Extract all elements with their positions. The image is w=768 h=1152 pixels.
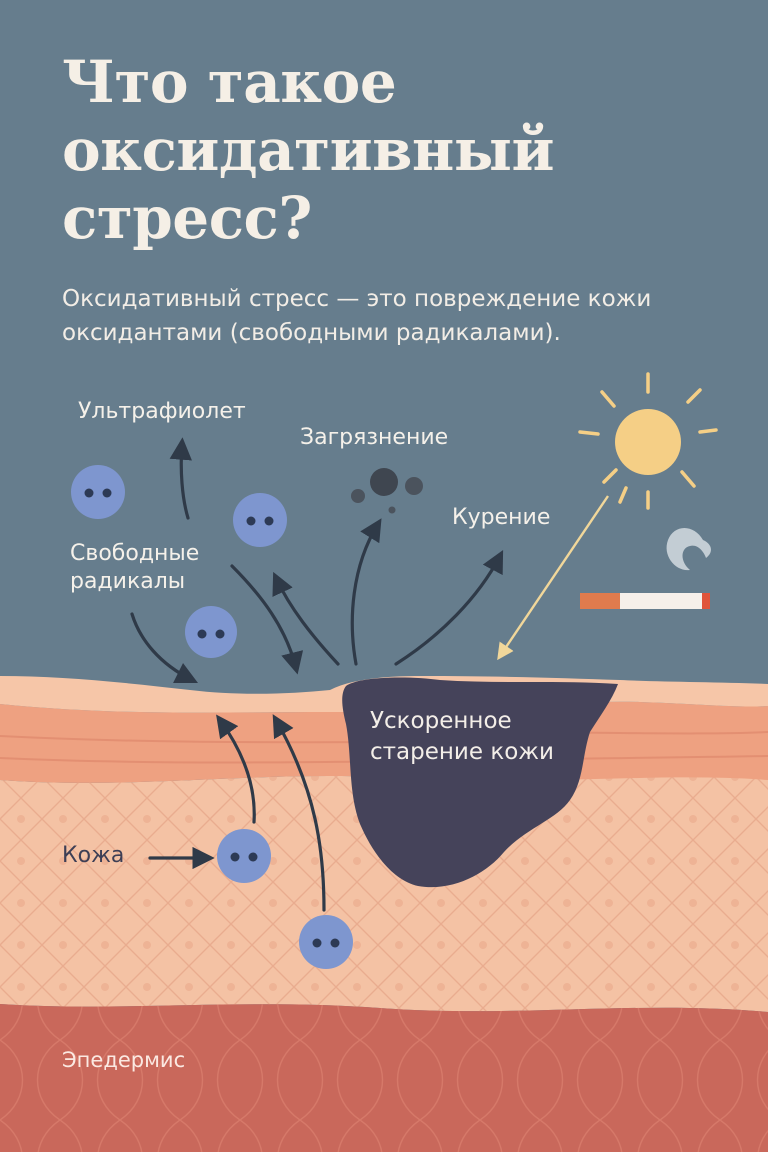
free-radicals [71,465,353,969]
arrow-sun-rays [497,495,609,661]
arrow-to-uv [169,437,192,520]
page-subtitle: Оксидативный стресс — это повреждение ко… [62,286,652,346]
pollution-particles-icon [351,468,423,514]
arrows [130,437,504,912]
arrow-to-pollution [350,518,382,666]
epidermis-label: Эпедермис [62,1048,186,1072]
free-radicals-label: Свободные радикалы [70,541,200,594]
skin-label: Кожа [62,843,125,868]
arrow-radical-down [230,564,304,675]
page-title: Что такое оксидативный стресс? [62,48,555,252]
free-radical-icon [217,829,271,883]
arrow-to-smoking [394,550,504,666]
uv-label: Ультрафиолет [78,399,246,424]
free-radical-icon [71,465,125,519]
cigarette-icon [580,593,710,609]
arrow-up-from-skin-1 [216,714,256,824]
arrow-skin-to-radicals [272,571,340,666]
pollution-label: Загрязнение [300,425,449,450]
accelerated-aging-label: Ускоренное старение кожи [370,708,554,765]
smoke-icon [666,528,712,571]
free-radical-icon [299,915,353,969]
arrow-up-from-skin-2 [272,714,326,912]
damage-area [342,677,618,888]
arrow-radicals-to-skin [130,612,199,684]
smoking-label: Курение [452,505,551,530]
free-radical-icon [233,493,287,547]
sun-icon [578,372,718,510]
free-radical-icon [185,606,237,658]
